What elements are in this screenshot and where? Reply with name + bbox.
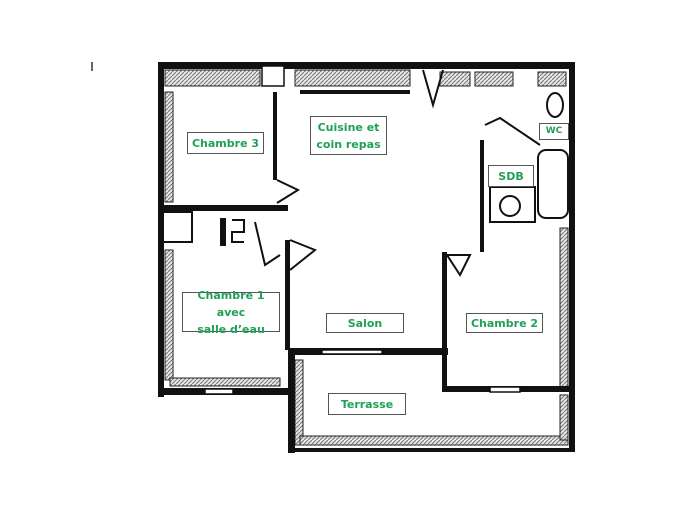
sink-icon [499,195,521,217]
washbasin-icon [231,219,245,243]
room-label-chambre-3: Chambre 3 [187,132,264,154]
door-swings [254,69,541,278]
room-label-cuisine: Cuisine et coin repas [310,116,387,155]
room-name: Cuisine et [317,120,380,134]
room-name: coin repas [316,137,381,151]
room-label-sdb: SDB [488,165,534,187]
room-name: Salon [347,316,383,330]
room-name: Chambre 3 [191,136,260,150]
room-name: Terrasse [340,397,394,411]
room-name: WC [545,126,563,136]
room-name: Chambre 1 avec [197,288,265,319]
room-name: salle d’eau [197,322,265,336]
shower-icon [161,211,193,243]
room-label-chambre-2: Chambre 2 [466,313,543,333]
toilet-icon [546,92,564,118]
exterior-hatching [164,69,569,446]
room-name: SDB [498,169,524,183]
room-name: Chambre 2 [470,316,539,330]
room-label-chambre-1: Chambre 1 avec salle d’eau [182,289,280,336]
windows [204,65,521,395]
room-label-salon: Salon [326,313,404,333]
fixtures [161,92,569,243]
bathtub-icon [537,149,569,219]
room-label-terrasse: Terrasse [328,393,406,415]
room-label-wc: WC [539,123,569,140]
